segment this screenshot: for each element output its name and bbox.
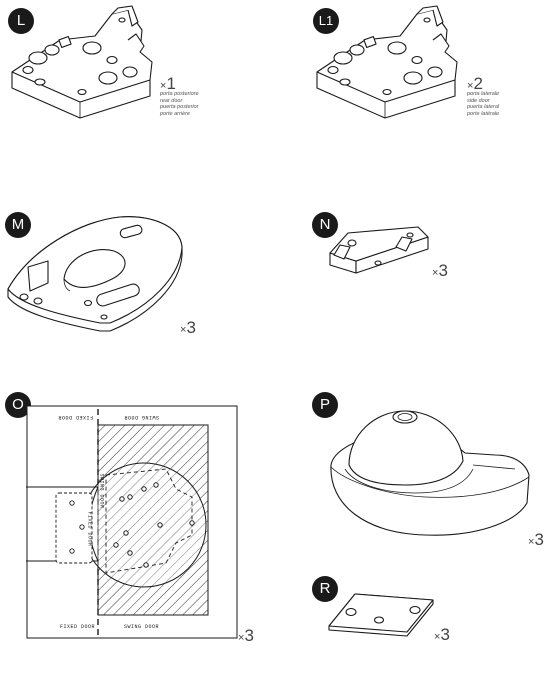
part-badge-n: N <box>312 212 338 238</box>
part-badge-p: P <box>312 392 338 418</box>
part-l1-bracket-drawing <box>316 5 458 119</box>
part-l-bracket-drawing <box>11 5 153 119</box>
part-l-notes: porta posteriore rear door puerta poster… <box>160 91 199 117</box>
part-o-template-drawing <box>26 405 238 639</box>
part-r-plate-drawing <box>328 593 434 637</box>
part-badge-r: R <box>312 576 338 602</box>
o-label-swing-door-bottom: SWING DOOR <box>124 624 160 630</box>
part-badge-m: M <box>5 212 31 238</box>
part-badge-l1: L1 <box>313 8 339 34</box>
o-label-swing-door-top: SWING DOOR <box>124 414 160 420</box>
part-l1-quantity: ×2 <box>467 74 483 93</box>
o-label-side-top: SWING DOOR <box>98 473 105 509</box>
part-n-quantity: ×3 <box>432 261 448 280</box>
o-label-fixed-door-top: FIXED DOOR <box>58 414 94 420</box>
part-p-quantity: ×3 <box>528 530 544 549</box>
part-l-quantity: ×1 <box>160 74 176 93</box>
part-r-quantity: ×3 <box>434 625 450 644</box>
o-label-fixed-door-bottom: FIXED DOOR <box>60 624 96 630</box>
part-badge-l: L <box>8 8 34 34</box>
part-n-bracket-drawing <box>329 226 429 274</box>
part-o-quantity: ×3 <box>238 626 254 645</box>
o-label-side-bottom: FIXED DOOR <box>86 511 93 547</box>
part-p-dome-drawing <box>330 410 530 536</box>
part-m-quantity: ×3 <box>180 318 196 337</box>
part-l1-notes: porta laterale side door puerta lateral … <box>467 91 500 117</box>
part-m-plate-drawing <box>7 216 183 332</box>
